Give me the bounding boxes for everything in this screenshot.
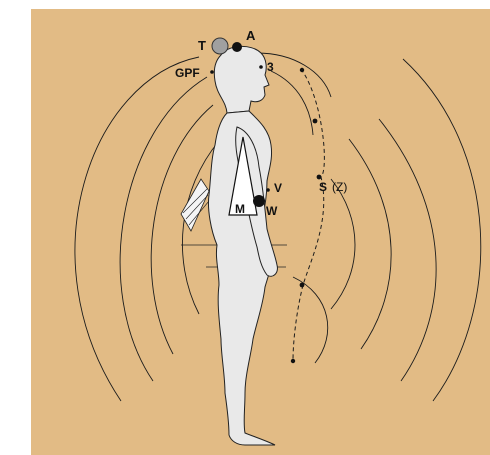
spine-node-bottom (291, 359, 295, 363)
field-line-3-left (151, 105, 213, 354)
arm-fan (181, 179, 209, 231)
spine-node-top (300, 68, 304, 72)
field-line-outer-left (75, 57, 199, 401)
diagram-panel: T A 3 GPF V W M S (Z) (31, 9, 490, 455)
spine-node-s (317, 175, 322, 180)
field-line-lower-right (293, 277, 328, 363)
spine-node-lower (300, 283, 305, 288)
v-marker (266, 188, 270, 192)
human-figure (208, 46, 277, 445)
label-z: (Z) (332, 180, 347, 194)
label-w: W (266, 204, 278, 218)
body-field-diagram: T A 3 GPF V W M S (Z) (31, 9, 490, 455)
label-gpf: GPF (175, 66, 200, 80)
field-line-2-right (379, 119, 436, 381)
field-line-outer-right (403, 59, 481, 401)
a-marker (232, 42, 242, 52)
w-marker (253, 195, 265, 207)
gpf-marker (210, 70, 214, 74)
field-line-head-right (271, 71, 313, 135)
label-v: V (274, 181, 282, 195)
label-m: M (235, 202, 245, 216)
three-marker (259, 65, 263, 69)
field-lines (75, 53, 481, 401)
field-line-2-left (120, 77, 207, 381)
spine-node-upper (313, 119, 318, 124)
field-line-4-right (331, 179, 355, 309)
label-s: S (319, 180, 327, 194)
label-t: T (198, 38, 206, 53)
label-a: A (246, 28, 256, 43)
label-3: 3 (267, 60, 274, 74)
t-marker (212, 38, 228, 54)
figure-head (214, 46, 269, 113)
